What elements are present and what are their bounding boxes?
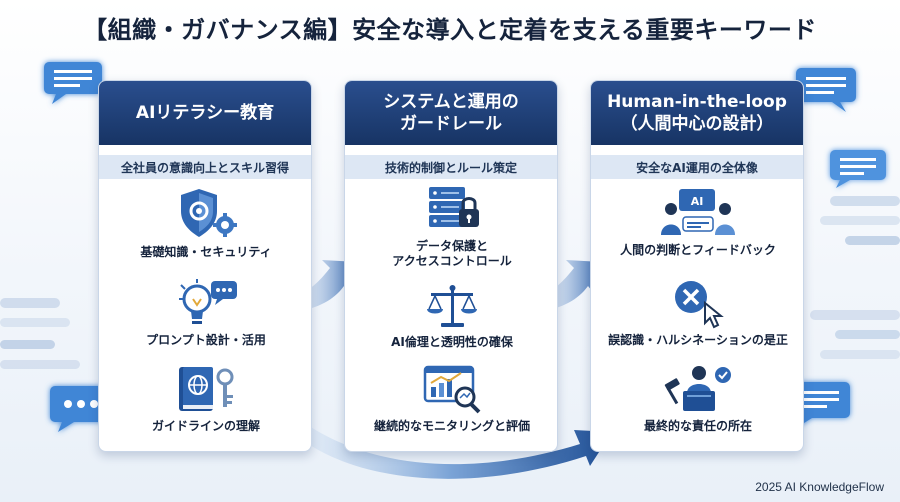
item-label: AI倫理と透明性の確保 — [391, 335, 513, 349]
credit-text: 2025 AI KnowledgeFlow — [755, 480, 884, 494]
card-heading-line2: ガードレール — [400, 114, 502, 134]
card-heading: システムと運用の ガードレール — [345, 81, 557, 145]
item-label: 誤認識・ハルシネーションの是正 — [608, 333, 788, 347]
item-label: 人間の判断とフィードバック — [620, 243, 776, 257]
card-heading: Human-in-the-loop （人間中心の設計） — [591, 81, 803, 145]
monitor-magnifier-icon — [423, 365, 481, 414]
chat-bubble-icon — [50, 386, 112, 432]
chat-bubble-icon — [830, 150, 886, 188]
chat-bubble-icon — [796, 68, 856, 112]
card-heading-line1: システムと運用の — [383, 92, 519, 112]
item-label: プロンプト設計・活用 — [146, 333, 266, 347]
book-key-icon — [179, 367, 234, 411]
correction-cursor-icon — [675, 281, 724, 329]
card-subheading: 全社員の意識向上とスキル習得 — [99, 155, 311, 179]
item-label-line1: データ保護と — [415, 239, 488, 253]
card-subheading: 安全なAI運用の全体像 — [591, 155, 803, 179]
card-heading-line2: （人間中心の設計） — [620, 114, 774, 134]
card-human-in-the-loop: Human-in-the-loop （人間中心の設計） 安全なAI運用の全体像 … — [590, 80, 804, 452]
item-label: 最終的な責任の所在 — [643, 419, 752, 433]
page-title: 【組織・ガバナンス編】安全な導入と定着を支える重要キーワード — [83, 16, 817, 44]
list-item: 誤認識・ハルシネーションの是正 — [591, 277, 803, 348]
shield-gear-icon — [181, 189, 237, 237]
people-ai-icon: AI — [661, 189, 735, 235]
list-item: データ保護と アクセスコントロール — [345, 185, 557, 269]
list-item: AI倫理と透明性の確保 — [345, 283, 557, 350]
card-heading-line1: Human-in-the-loop — [607, 92, 787, 112]
item-label: データ保護と アクセスコントロール — [345, 239, 557, 269]
sweeping-arrow-icon — [290, 412, 612, 479]
card-guardrails: システムと運用の ガードレール 技術的制御とルール策定 — [344, 80, 558, 452]
list-item: 基礎知識・セキュリティ — [99, 185, 311, 260]
card-subheading: 技術的制御とルール策定 — [345, 155, 557, 179]
chat-bubble-icon — [44, 62, 102, 104]
ai-screen-label: AI — [691, 195, 704, 208]
item-label: ガイドラインの理解 — [151, 419, 260, 433]
item-label-line2: アクセスコントロール — [392, 254, 512, 268]
item-label: 継続的なモニタリングと評価 — [373, 419, 530, 433]
left-streaks — [0, 298, 80, 369]
card-heading-line1: AIリテラシー教育 — [135, 103, 275, 123]
list-item: プロンプト設計・活用 — [99, 277, 311, 348]
lightbulb-chat-icon — [179, 279, 237, 324]
right-streaks — [810, 196, 900, 359]
list-item: 継続的なモニタリングと評価 — [345, 363, 557, 434]
card-heading: AIリテラシー教育 — [99, 81, 311, 145]
list-item: 最終的な責任の所在 — [591, 363, 803, 434]
list-item: ガイドラインの理解 — [99, 363, 311, 434]
scales-icon — [427, 285, 477, 327]
server-lock-icon — [429, 187, 479, 227]
list-item: AI 人間の判断とフィードバック — [591, 185, 803, 258]
card-ai-literacy: AIリテラシー教育 全社員の意識向上とスキル習得 基礎知識・セキュリティ — [98, 80, 312, 452]
podium-gavel-icon — [664, 366, 731, 411]
item-label: 基礎知識・セキュリティ — [140, 245, 272, 259]
